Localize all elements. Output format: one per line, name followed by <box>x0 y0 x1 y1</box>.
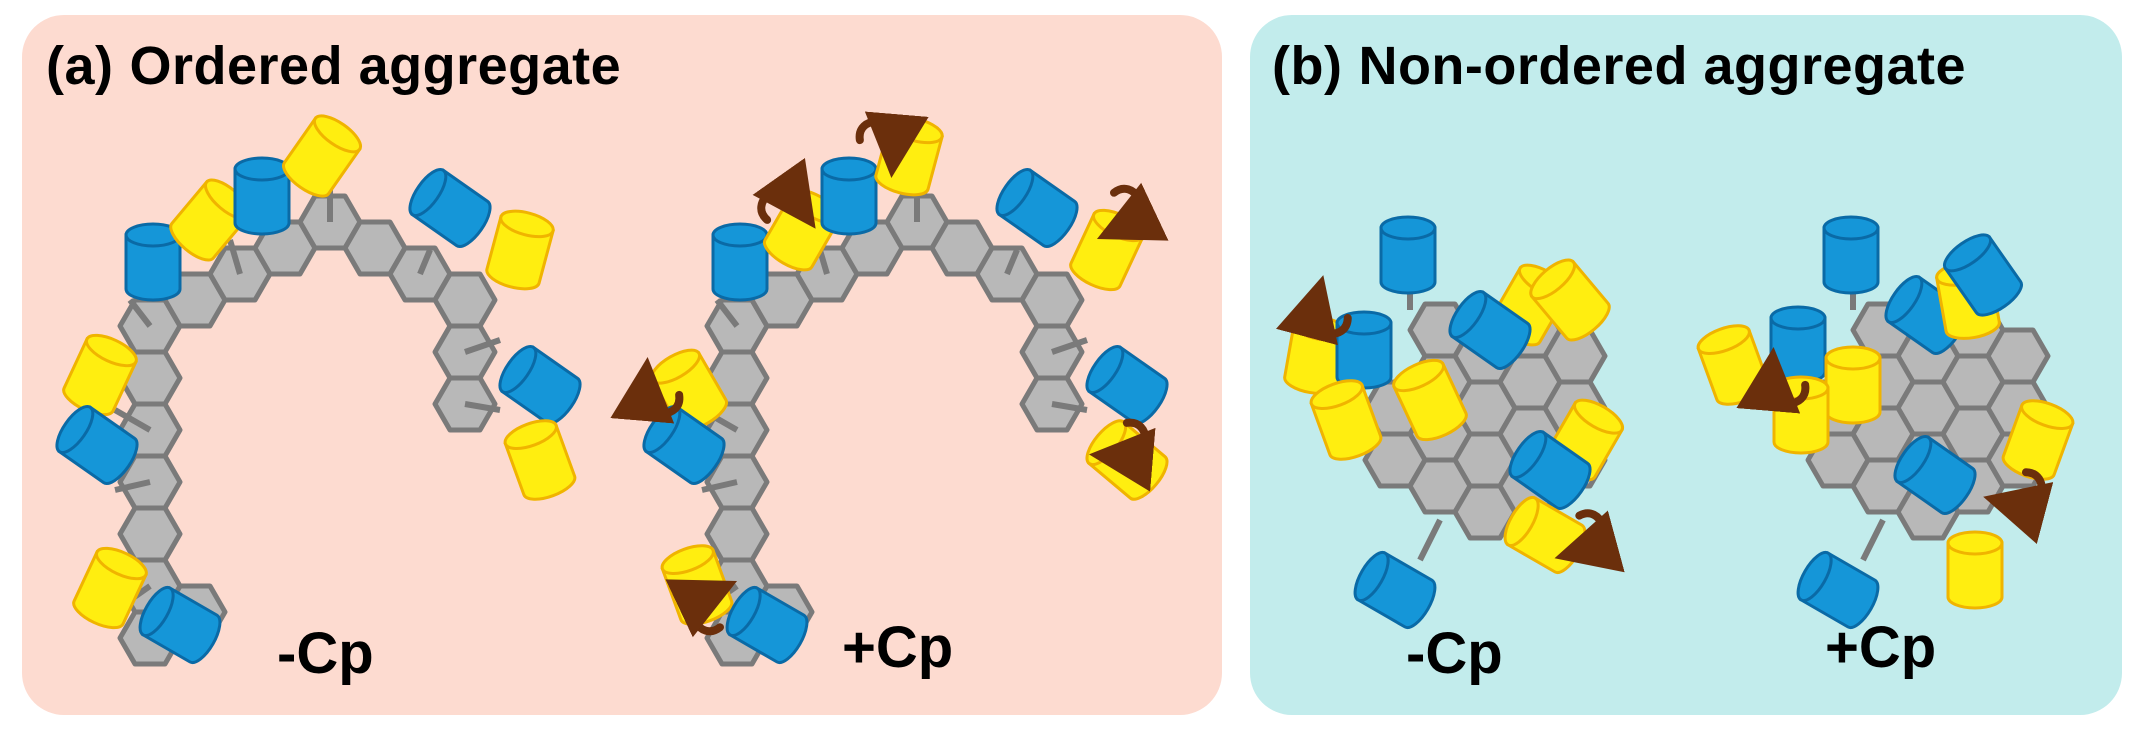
yellow-cylinder-icon <box>503 419 577 501</box>
panel-title-text: Non-ordered aggregate <box>1358 36 1967 96</box>
rotation-arrow-icon <box>1089 418 1156 492</box>
condition-label-b-plus: +Cp <box>1825 615 1937 680</box>
blue-cylinder-icon <box>820 156 878 236</box>
yellow-cylinder-icon <box>1309 379 1383 461</box>
panel-letter: (a) <box>46 36 114 96</box>
linker-line <box>464 401 501 413</box>
blue-cylinder-icon <box>124 222 182 302</box>
yellow-cylinder-icon <box>2001 399 2075 481</box>
hexagon-icon <box>432 271 498 329</box>
blue-cylinder-icon <box>55 405 139 485</box>
linker-line <box>1860 518 1886 562</box>
blue-cylinder-icon <box>995 168 1079 248</box>
rotation-arrow-icon <box>1096 182 1169 241</box>
yellow-cylinder-icon <box>1696 324 1770 406</box>
arrow-layer <box>610 111 2054 638</box>
rotation-arrow-icon <box>1983 468 2054 544</box>
yellow-cylinder-icon <box>1392 358 1468 442</box>
yellow-cylinder-icon <box>1946 530 2004 610</box>
linker-line <box>1004 248 1020 276</box>
blue-cylinder-icon <box>1943 233 2023 317</box>
hexagon-icon <box>704 505 770 563</box>
linker-line <box>1417 518 1443 562</box>
rotation-arrow-icon <box>1554 509 1625 573</box>
blue-cylinder-icon <box>138 585 222 664</box>
condition-label-a-plus: +Cp <box>842 615 954 680</box>
linker-line <box>464 337 501 355</box>
linker-line <box>127 298 153 328</box>
linker-line <box>1051 401 1088 413</box>
yellow-cylinder-icon <box>282 114 362 198</box>
rotation-arrow-icon <box>610 357 684 424</box>
linker-line <box>114 479 151 493</box>
blue-cylinder-icon <box>1893 435 1977 515</box>
linker-line <box>227 239 243 275</box>
blue-cylinder-icon <box>233 156 291 236</box>
linker-line <box>1051 337 1088 355</box>
yellow-cylinder-icon <box>72 546 148 630</box>
yellow-cylinder-icon <box>485 209 555 291</box>
hexagon-icon <box>1019 271 1085 329</box>
hexagon-icon <box>1985 327 2051 385</box>
blue-cylinder-icon <box>1769 305 1827 385</box>
rotation-arrow-icon <box>1736 347 1810 414</box>
panel-title: (b)Non-ordered aggregate <box>1272 35 1966 97</box>
rotation-arrow-icon <box>1276 275 1352 346</box>
yellow-cylinder-icon <box>1529 258 1611 342</box>
blue-cylinder-icon <box>1508 430 1592 510</box>
rotation-arrow-icon <box>855 111 929 178</box>
rotation-arrow-icon <box>665 579 738 638</box>
yellow-cylinder-icon <box>1772 375 1830 455</box>
blue-cylinder-icon <box>1379 215 1437 295</box>
rotation-arrow-icon <box>752 157 816 229</box>
blue-cylinder-icon <box>1822 215 1880 295</box>
linker-line <box>701 479 738 493</box>
linker-line <box>417 248 433 276</box>
blue-cylinder-icon <box>711 222 769 302</box>
blue-cylinder-icon <box>1353 550 1437 629</box>
blue-cylinder-icon <box>1085 345 1169 425</box>
blue-cylinder-icon <box>498 345 582 425</box>
condition-label-b-minus: -Cp <box>1406 621 1503 686</box>
yellow-cylinder-icon <box>1824 345 1882 425</box>
linker-line <box>714 298 740 328</box>
condition-label-a-minus: -Cp <box>277 621 374 686</box>
panel-letter: (b) <box>1272 36 1343 96</box>
hexagon-icon <box>117 505 183 563</box>
linker-line <box>113 407 152 433</box>
blue-cylinder-icon <box>1796 550 1880 629</box>
blue-cylinder-icon <box>1448 290 1532 370</box>
panel-title: (a)Ordered aggregate <box>46 35 621 97</box>
blue-cylinder-icon <box>408 168 492 248</box>
panel-title-text: Ordered aggregate <box>129 36 622 96</box>
